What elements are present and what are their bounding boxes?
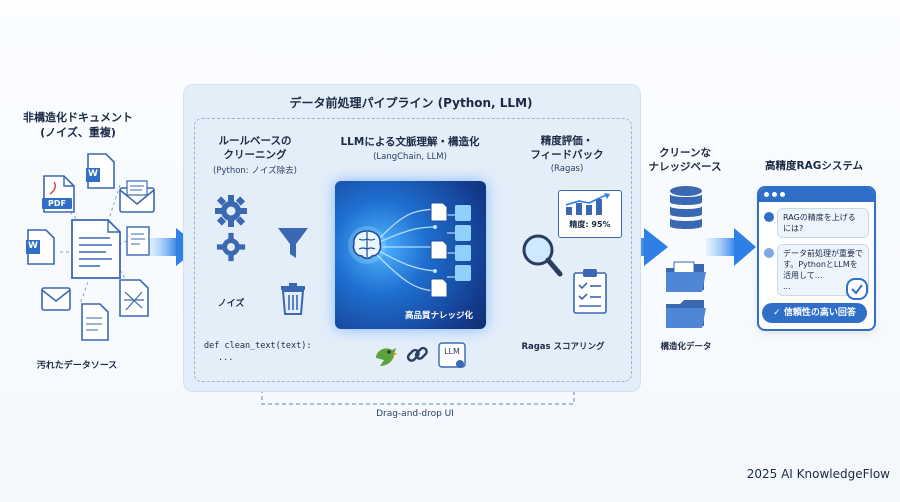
- brand-footer: 2025 AI KnowledgeFlow: [746, 467, 890, 481]
- step1-subtitle: (Python: ノイズ除去): [213, 166, 297, 176]
- chat-titlebar: [759, 188, 874, 202]
- knowledge-base-title: クリーンな ナレッジベース: [640, 146, 730, 174]
- step1-title-line2: クリーニング: [223, 149, 287, 161]
- document-icon-2: [126, 226, 152, 262]
- pdf-label: PDF: [48, 199, 66, 208]
- step3-caption: Ragas スコアリング: [521, 342, 605, 352]
- window-dot-2: [772, 192, 777, 197]
- step1-title: ルールベースの クリーニング: [196, 134, 314, 162]
- bot-avatar-icon: [764, 248, 774, 258]
- kb-title-line2: ナレッジベース: [648, 161, 722, 173]
- document-icon-4: [118, 278, 150, 322]
- document-icon-3: [80, 302, 110, 346]
- chain-link-icon: [404, 342, 430, 372]
- source-caption: 汚れたデータソース: [36, 361, 118, 371]
- word-label-2: W: [28, 241, 38, 251]
- feedback-loop: [261, 382, 575, 405]
- llm-output-label: 高品質ナレッジ化: [404, 311, 473, 321]
- kb-caption: 構造化データ: [660, 342, 712, 352]
- flow-arrow-3: [706, 228, 756, 266]
- brain-icon: [347, 225, 387, 269]
- word-icon: W: [86, 152, 116, 194]
- code-snippet: def clean_text(text): ...: [204, 340, 311, 364]
- llm-processing-box: 高品質ナレッジ化: [335, 181, 486, 329]
- step3-subtitle: (Ragas): [550, 164, 584, 174]
- user-avatar-icon: [764, 212, 774, 222]
- llm-badge-label: LLM: [444, 347, 460, 356]
- magnifier-icon: [520, 232, 564, 282]
- trash-icon: [278, 282, 308, 320]
- pdf-icon: PDF: [42, 174, 76, 218]
- folder-icon-2: [664, 298, 708, 334]
- checklist-icon: [572, 268, 610, 318]
- source-title-line2: (ノイズ、重複): [40, 126, 116, 139]
- source-title-line1: 非構造化ドキュメント: [23, 111, 133, 124]
- chart-icon: 精度: 95%: [558, 190, 622, 238]
- mail-icon: [118, 178, 156, 220]
- database-icon: [668, 184, 704, 238]
- rag-title: 高精度RAGシステム: [764, 160, 863, 172]
- code-line-1: def clean_text(text):: [204, 341, 312, 351]
- pipeline-title: データ前処理パイプライン (Python, LLM): [289, 96, 533, 110]
- llm-badge-icon: LLM: [438, 342, 468, 374]
- kb-title-line1: クリーンな: [659, 147, 711, 159]
- gear-icon: [214, 194, 248, 232]
- structured-docs: [430, 202, 471, 298]
- mail-icon-2: [40, 282, 74, 318]
- step3-title-line2: フィードバック: [530, 149, 604, 161]
- chat-question: RAGの精度を上げるには?: [777, 208, 869, 238]
- window-dot-3: [780, 192, 785, 197]
- accuracy-metric: 精度: 95%: [569, 220, 611, 229]
- step1-title-line1: ルールベースの: [218, 135, 292, 147]
- step3-title: 精度評価・ フィードバック: [512, 134, 622, 162]
- code-line-2: ...: [218, 353, 234, 363]
- source-title: 非構造化ドキュメント (ノイズ、重複): [18, 110, 138, 140]
- chat-answer-more: ...: [783, 282, 791, 291]
- document-icon: [70, 218, 122, 284]
- funnel-icon: [276, 226, 310, 266]
- trusted-answer-badge: ✓ 信頼性の高い回答: [762, 303, 867, 323]
- gear-icon-2: [216, 232, 246, 266]
- window-dot-1: [764, 192, 769, 197]
- noise-label: ノイズ: [217, 299, 245, 309]
- folder-icon: [664, 260, 708, 298]
- trusted-answer-label: 信頼性の高い回答: [783, 308, 856, 318]
- chat-answer-text: データ前処理が重要です。PythonとLLMを活用して...: [783, 249, 863, 280]
- parrot-icon: [372, 344, 398, 372]
- check-icon: [846, 278, 868, 300]
- step2-subtitle: (LangChain, LLM): [373, 152, 447, 162]
- chat-answer: データ前処理が重要です。PythonとLLMを活用して... ...: [777, 244, 869, 296]
- word-icon-2: W: [26, 228, 56, 270]
- step3-title-line1: 精度評価・: [540, 135, 594, 147]
- pipeline-footer: Drag-and-drop UI: [376, 409, 454, 419]
- pipeline-dashed-frame: [194, 118, 632, 382]
- word-label: W: [88, 169, 98, 179]
- step2-title: LLMによる文脈理解・構造化: [340, 136, 480, 148]
